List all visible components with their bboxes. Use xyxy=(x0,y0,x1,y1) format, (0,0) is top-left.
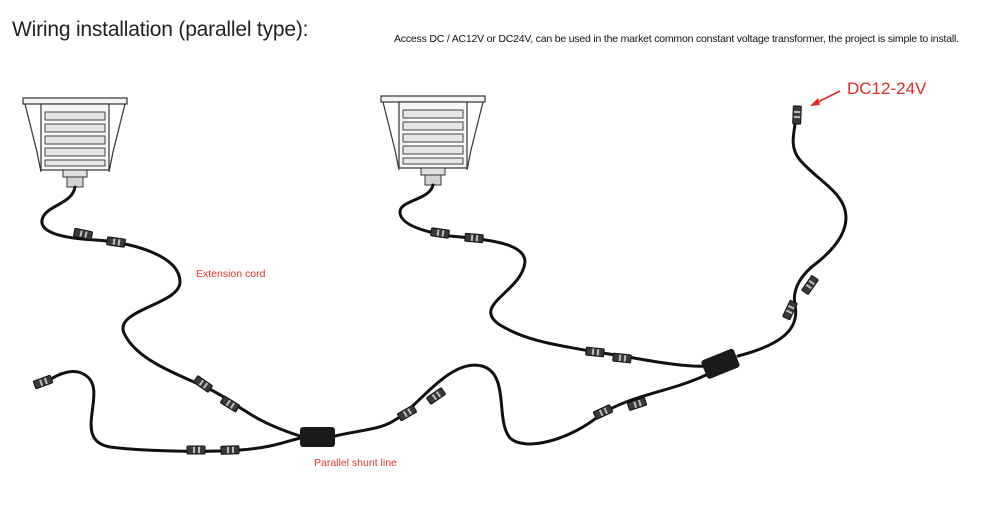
shunt-splitter-icon xyxy=(701,348,740,379)
page-title: Wiring installation (parallel type): xyxy=(12,18,309,41)
wires xyxy=(40,110,848,453)
installation-note: Access DC / AC12V or DC24V, can be used … xyxy=(394,33,959,45)
parallel-shunt-line-label: Parallel shunt line xyxy=(314,457,397,469)
recessed-light-icon xyxy=(380,95,486,186)
voltage-label: DC12-24V xyxy=(847,79,927,98)
arrow-icon xyxy=(810,90,841,106)
shunt-splitter-icon xyxy=(300,427,335,447)
recessed-light-icon xyxy=(22,97,128,188)
extension-cord-label: Extension cord xyxy=(196,268,266,280)
